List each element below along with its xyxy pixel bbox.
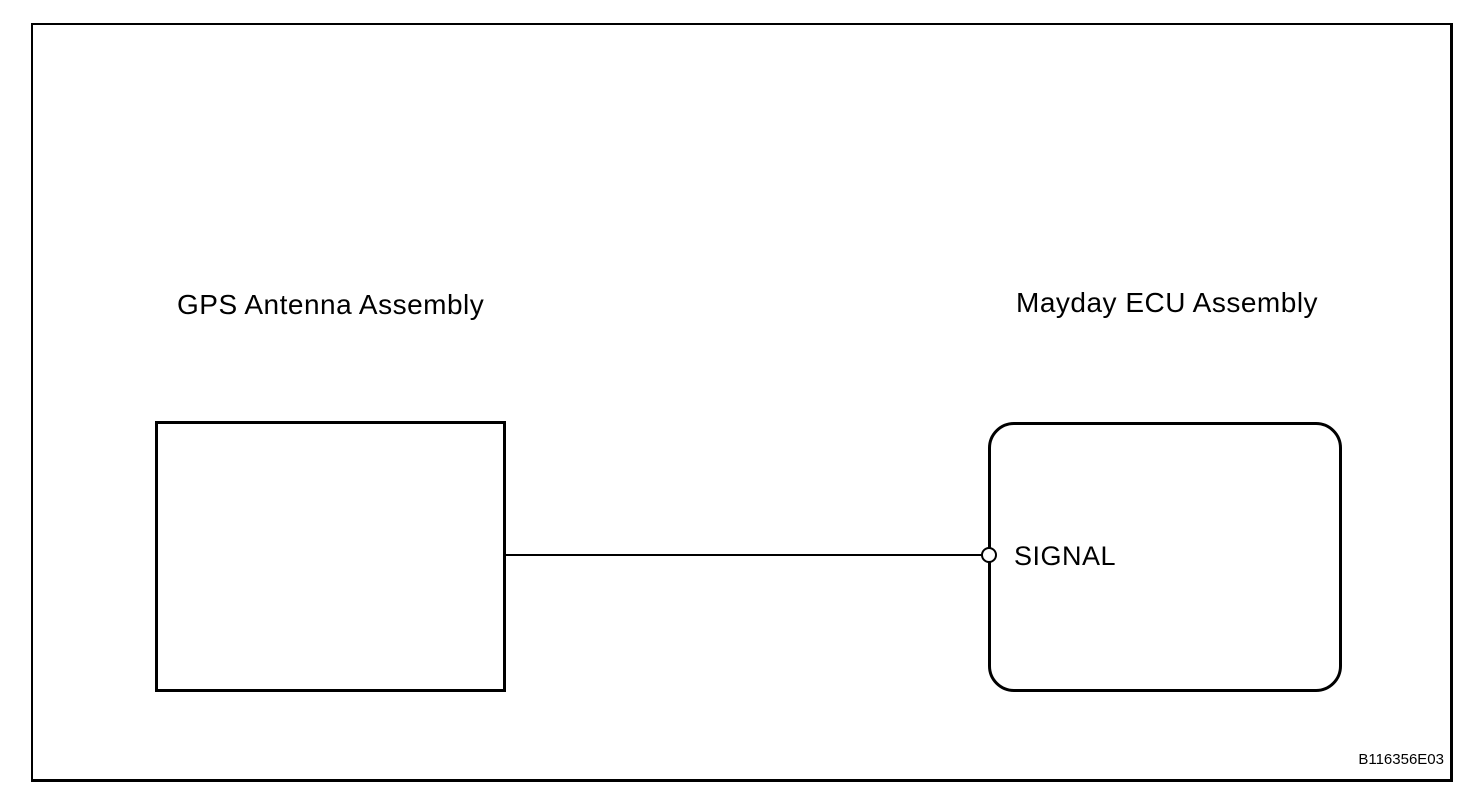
- gps-antenna-label: GPS Antenna Assembly: [177, 289, 485, 320]
- mayday-ecu-label: Mayday ECU Assembly: [1016, 287, 1319, 318]
- signal-wire: [506, 554, 982, 556]
- gps-antenna-box: [155, 421, 506, 692]
- signal-terminal-circle: [981, 547, 997, 563]
- figure-code: B116356E03: [1358, 751, 1444, 768]
- signal-pin-label: SIGNAL: [1014, 541, 1117, 571]
- mayday-ecu-box: [988, 422, 1342, 692]
